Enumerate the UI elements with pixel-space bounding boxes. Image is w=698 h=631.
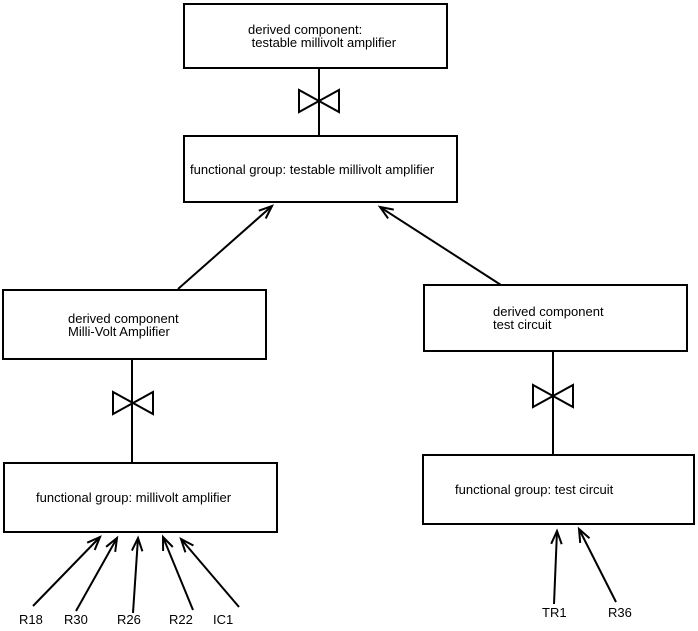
arrow-line: [578, 528, 617, 603]
arrow-left-derived-to-center: [177, 204, 275, 290]
component-label-r18: R18: [19, 612, 43, 627]
bowtie-icon: [532, 383, 574, 409]
bowtie-right-triangle: [550, 383, 574, 409]
box-label-line1: derived component:: [248, 22, 363, 37]
box-derived-milli-volt-amplifier: derived component Milli-Volt Amplifier: [2, 289, 267, 360]
component-label-tr1: TR1: [542, 605, 567, 620]
connector-top-derived-to-functional: [298, 69, 340, 135]
arrowhead-icon: [577, 526, 591, 543]
connector-right-derived-to-functional: [532, 352, 574, 454]
arrow-tr1: [550, 528, 563, 605]
arrow-line: [162, 536, 194, 611]
box-derived-testable-millivolt-amplifier: derived component: testable millivolt am…: [183, 3, 448, 69]
connector-left-derived-to-functional: [112, 360, 154, 462]
arrow-ic1: [179, 536, 240, 608]
bowtie-left-triangle: [532, 383, 556, 409]
bowtie-right-triangle: [316, 88, 340, 114]
component-label-r36: R36: [608, 605, 632, 620]
bowtie-right-triangle: [130, 390, 154, 416]
arrowhead-icon: [105, 535, 119, 553]
box-label-line1: functional group: testable millivolt amp…: [190, 161, 435, 177]
arrow-line: [75, 537, 118, 612]
box-label-line1: derived component: [68, 310, 179, 326]
component-label-r30: R30: [64, 612, 88, 627]
arrowhead-icon: [179, 536, 194, 553]
arrow-r30: [75, 535, 119, 612]
box-functional-group-test-circuit: functional group: test circuit: [422, 454, 695, 525]
box-functional-group-millivolt-amplifier: functional group: millivolt amplifier: [3, 462, 278, 533]
box-functional-group-testable-millivolt-amplifier: functional group: testable millivolt amp…: [183, 135, 458, 203]
bowtie-left-triangle: [298, 88, 322, 114]
box-label-line2: testable millivolt amplifier: [248, 35, 397, 50]
arrow-r36: [577, 526, 617, 603]
arrowhead-icon: [550, 528, 563, 545]
arrow-line: [553, 530, 558, 605]
bowtie-icon: [112, 390, 154, 416]
arrowhead-icon: [377, 205, 394, 219]
bowtie-icon: [298, 88, 340, 114]
component-label-r22: R22: [169, 612, 193, 627]
component-label-r26: R26: [117, 612, 141, 627]
arrowhead-icon: [258, 204, 275, 219]
arrow-line: [32, 536, 101, 607]
arrow-line: [132, 537, 139, 614]
box-derived-test-circuit: derived component test circuit: [423, 284, 688, 352]
arrowhead-icon: [130, 535, 144, 552]
box-label-line1: functional group: millivolt amplifier: [36, 490, 232, 505]
arrow-r18: [32, 535, 102, 607]
arrow-line: [180, 538, 240, 608]
arrow-right-derived-to-center: [377, 205, 502, 286]
arrow-r22: [161, 534, 194, 611]
box-label-line1: derived component: [493, 304, 604, 319]
arrow-line: [177, 205, 273, 290]
box-label-line2: Milli-Volt Amplifier: [68, 323, 170, 339]
arrowhead-icon: [161, 534, 174, 552]
component-label-ic1: IC1: [213, 612, 234, 627]
bowtie-left-triangle: [112, 390, 136, 416]
arrow-r26: [130, 535, 144, 614]
arrow-line: [379, 206, 502, 286]
box-label-line2: test circuit: [493, 317, 552, 332]
arrowhead-icon: [86, 535, 102, 551]
box-label-line1: functional group: test circuit: [455, 482, 614, 497]
